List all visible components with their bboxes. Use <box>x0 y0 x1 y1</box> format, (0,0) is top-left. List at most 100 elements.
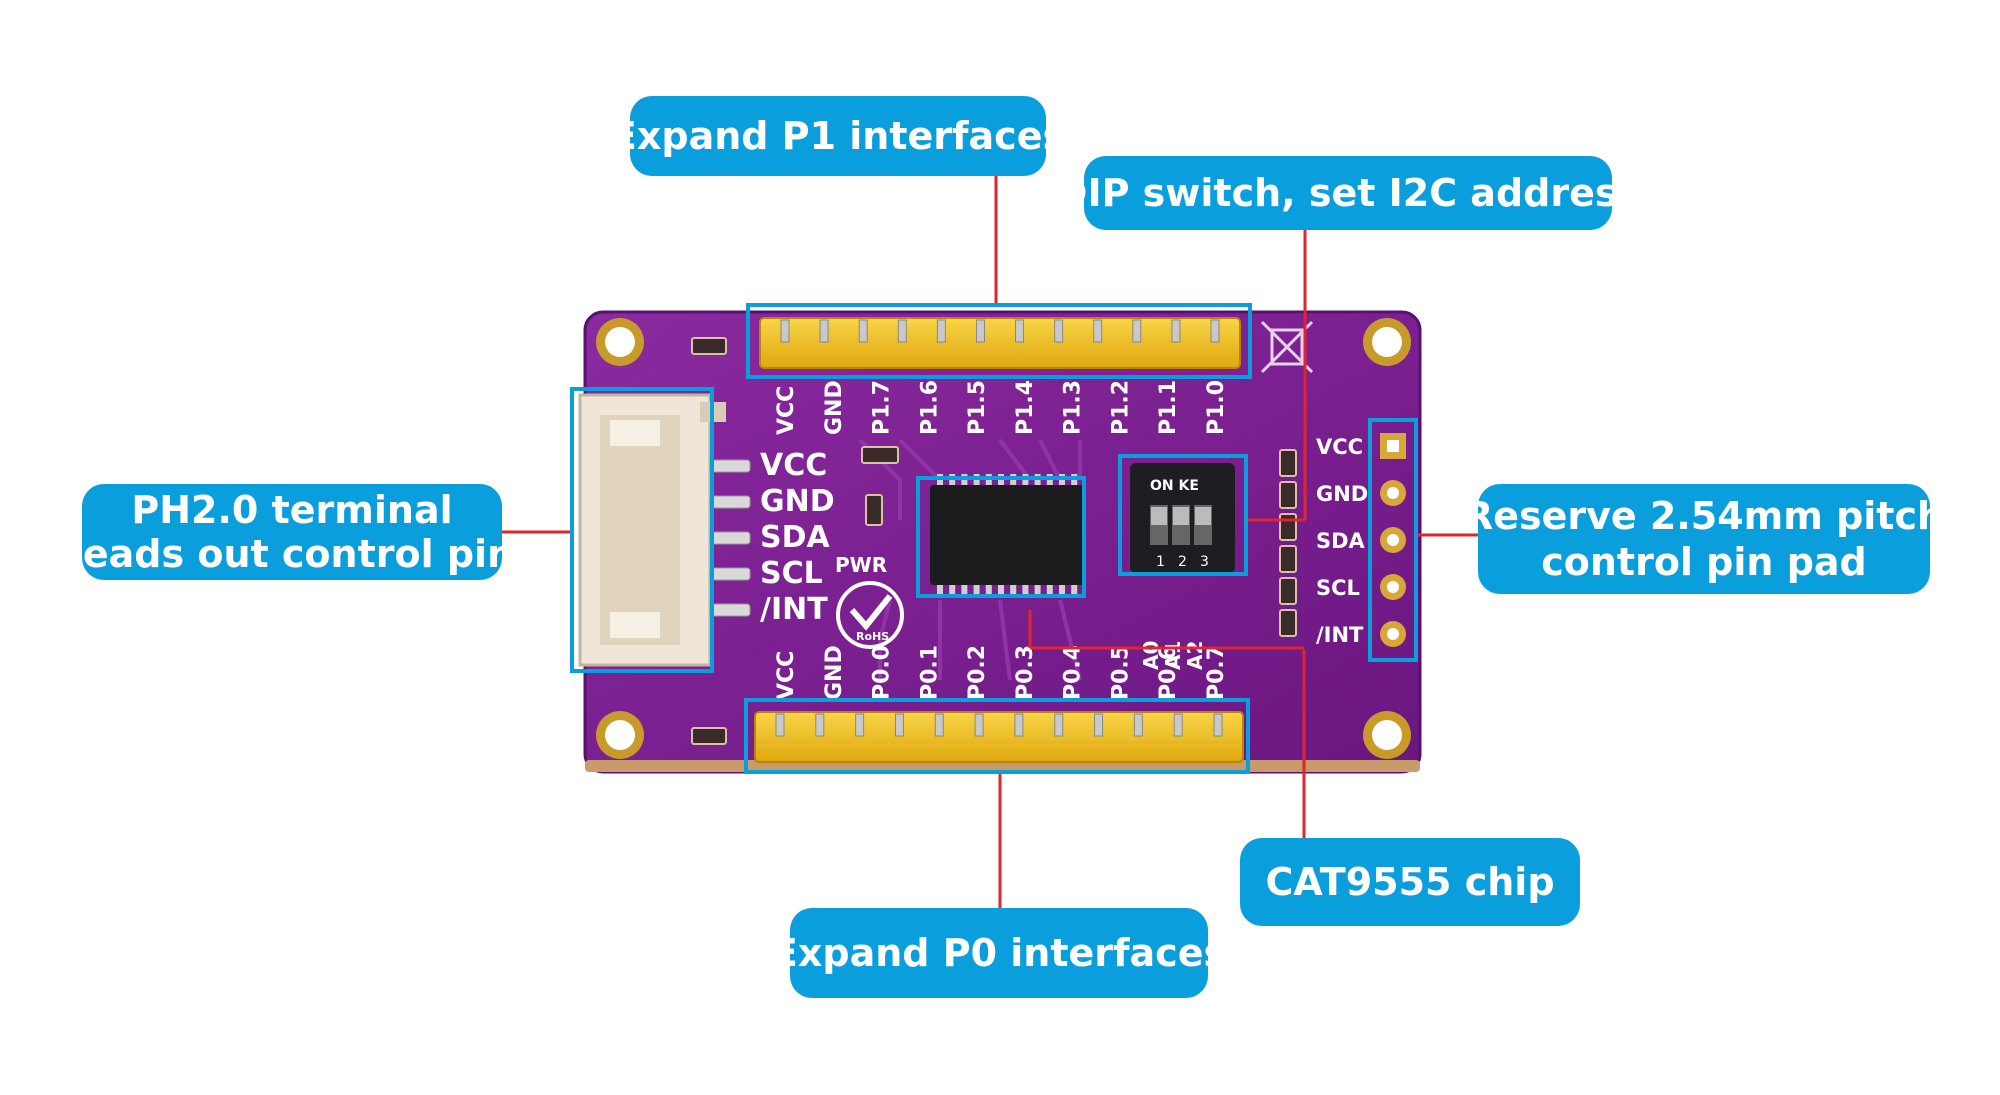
top-silk-label-4: P1.5 <box>965 380 990 435</box>
connector-pin-4 <box>709 603 751 617</box>
bottom-header-pin-4 <box>934 713 944 737</box>
top-header-pin-2 <box>858 319 868 343</box>
callout-ph-terminal-line2: leads out control pin <box>69 532 515 576</box>
bottom-silk-label-5: P0.3 <box>1013 645 1038 700</box>
bottom-header-pin-1 <box>815 713 825 737</box>
callout-expand-p0-text: Expand P0 interfaces <box>771 931 1227 975</box>
callout-ph-terminal: PH2.0 terminal leads out control pin <box>70 484 514 580</box>
right-pad-labels: VCC GND SDA SCL/INT <box>1316 435 1368 647</box>
bottom-silk-label-9: P0.7 <box>1204 645 1229 700</box>
right-label-2: SDA <box>1316 529 1366 553</box>
left-label-4: /INT <box>760 592 828 627</box>
bottom-silk-label-1: GND <box>822 645 847 700</box>
cat9555-chip <box>930 474 1085 596</box>
bottom-header-pin-5 <box>974 713 984 737</box>
ph20-connector <box>578 393 726 667</box>
left-label-2: SDA <box>760 520 831 555</box>
bottom-silk-label-0: VCC <box>774 651 799 700</box>
bottom-header-pin-6 <box>1014 713 1024 737</box>
callout-reserve-pad: Reserve 2.54mm pitch control pin pad <box>1464 484 1944 594</box>
top-silk-label-1: GND <box>822 380 847 435</box>
top-header-pin-8 <box>1093 319 1103 343</box>
bottom-silk-label-3: P0.1 <box>917 645 942 700</box>
callout-expand-p1: Expand P1 interfaces <box>611 96 1065 176</box>
address-label-2: A2 <box>1183 641 1207 670</box>
top-header-pin-5 <box>975 319 985 343</box>
bottom-silk-label-7: P0.5 <box>1108 645 1133 700</box>
dip-on-label: ON KE <box>1150 478 1199 494</box>
bottom-header-silkscreen: VCC GND P0.0 P0.1 P0.2 P0.3 P0.4 P0.5 P0.6 P0.7 <box>774 645 1229 700</box>
bottom-header-pin-8 <box>1094 713 1104 737</box>
bottom-header-pin-9 <box>1133 713 1143 737</box>
highlight-chip <box>916 476 1086 598</box>
connector-pin-3 <box>709 567 751 581</box>
bottom-header-pin-3 <box>894 713 904 737</box>
top-header-pin-10 <box>1171 319 1181 343</box>
top-silk-label-9: P1.0 <box>1204 380 1229 435</box>
highlight-top-header <box>746 303 1252 379</box>
smd-components <box>691 337 1297 745</box>
bottom-pin-header <box>754 711 1244 763</box>
top-header-pin-3 <box>897 319 907 343</box>
right-label-0: VCC <box>1316 435 1363 459</box>
top-header-pin-4 <box>936 319 946 343</box>
bottom-silk-label-8: P0.6 <box>1156 645 1181 700</box>
callout-cat9555-chip-text: CAT9555 chip <box>1265 860 1555 904</box>
top-silk-label-3: P1.6 <box>917 380 942 435</box>
left-label-1: GND <box>760 484 835 519</box>
right-pin-pads <box>1380 433 1406 647</box>
bottom-header-pin-10 <box>1173 713 1183 737</box>
right-label-4: /INT <box>1316 623 1364 647</box>
callout-reserve-pad-line2: control pin pad <box>1541 540 1867 584</box>
top-header-pin-1 <box>819 319 829 343</box>
top-silk-label-0: VCC <box>774 386 799 435</box>
callout-ph-terminal-line1: PH2.0 terminal <box>131 488 453 532</box>
left-label-3: SCL <box>760 556 823 591</box>
top-header-pin-11 <box>1210 319 1220 343</box>
address-label-0: A0 <box>1139 641 1163 670</box>
bottom-silk-label-4: P0.2 <box>965 645 990 700</box>
mounting-holes <box>596 318 1411 759</box>
bottom-header-pins <box>775 713 1223 737</box>
bottom-silk-label-2: P0.0 <box>870 645 895 700</box>
svg-text:RoHS: RoHS <box>856 630 889 643</box>
highlight-dip <box>1118 454 1248 576</box>
callout-expand-p0: Expand P0 interfaces <box>772 908 1226 998</box>
highlight-right-pads <box>1368 418 1418 662</box>
right-label-1: GND <box>1316 482 1368 506</box>
rohs-mark: RoHS <box>836 581 904 649</box>
leader-lines <box>500 170 1478 908</box>
top-silk-label-6: P1.3 <box>1061 380 1086 435</box>
pwr-label: PWR <box>835 553 887 577</box>
top-pin-header <box>759 317 1241 369</box>
bottom-header-pin-0 <box>775 713 785 737</box>
callout-cat9555-chip: CAT9555 chip <box>1240 838 1580 926</box>
callout-dip-switch: DIP switch, set I2C address <box>1056 156 1640 230</box>
bottom-header-pin-7 <box>1054 713 1064 737</box>
left-label-0: VCC <box>760 448 827 483</box>
address-label-1: A1 <box>1161 641 1185 670</box>
bottom-header-pin-11 <box>1213 713 1223 737</box>
bottom-silk-label-6: P0.4 <box>1061 645 1086 700</box>
highlight-ph-connector <box>570 387 714 673</box>
connector-pin-1 <box>709 495 751 509</box>
callout-expand-p1-text: Expand P1 interfaces <box>610 114 1066 158</box>
top-silk-label-5: P1.4 <box>1013 380 1038 435</box>
dip-number-3: 3 <box>1200 554 1209 570</box>
connector-pin-0 <box>709 459 751 473</box>
top-header-pins <box>780 319 1220 343</box>
highlight-boxes <box>570 303 1418 774</box>
callout-reserve-pad-line1: Reserve 2.54mm pitch <box>1463 494 1945 538</box>
right-label-3: SCL <box>1316 576 1360 600</box>
top-silk-label-2: P1.7 <box>870 380 895 435</box>
top-header-pin-7 <box>1054 319 1064 343</box>
top-header-pin-6 <box>1015 319 1025 343</box>
highlight-bottom-header <box>744 698 1250 774</box>
dip-number-1: 1 <box>1156 554 1165 570</box>
bottom-header-pin-2 <box>855 713 865 737</box>
